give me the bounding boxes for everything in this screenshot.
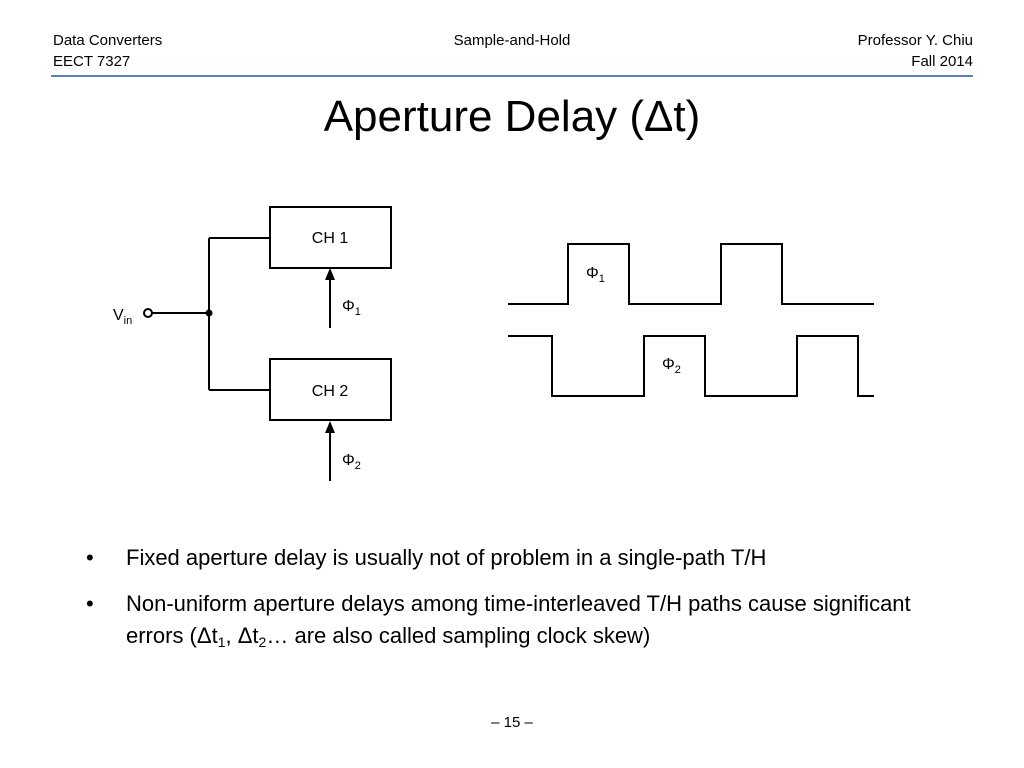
course-code: EECT 7327 bbox=[53, 53, 131, 70]
phi1-waveform-label: Φ1 bbox=[586, 265, 605, 285]
bullet-dot-icon: • bbox=[86, 591, 94, 616]
bullet-item: • Non-uniform aperture delays among time… bbox=[86, 588, 966, 652]
junction-dot bbox=[205, 309, 213, 317]
phi1-arrow-icon bbox=[325, 268, 335, 280]
sample-hold-circuit bbox=[143, 206, 392, 481]
ch2-label: CH 2 bbox=[312, 383, 349, 400]
phi2-circuit-label: Φ2 bbox=[342, 452, 361, 472]
slide-title: Aperture Delay (Δt) bbox=[323, 92, 701, 141]
ch2-block bbox=[269, 358, 392, 421]
page-number: – 15 – bbox=[491, 714, 533, 731]
header-divider bbox=[51, 75, 973, 77]
phi1-waveform bbox=[508, 243, 874, 305]
input-terminal bbox=[143, 308, 153, 318]
bullet-dot-icon: • bbox=[86, 545, 94, 570]
bullet-list: • Fixed aperture delay is usually not of… bbox=[86, 542, 966, 666]
header-left: Data Converters EECT 7327 bbox=[53, 30, 162, 72]
ch1-label: CH 1 bbox=[312, 230, 349, 247]
term: Fall 2014 bbox=[911, 53, 973, 70]
phi2-waveform bbox=[508, 335, 874, 397]
instructor-name: Professor Y. Chiu bbox=[857, 32, 973, 49]
bullet-text: Fixed aperture delay is usually not of p… bbox=[126, 545, 767, 570]
bullet-item: • Fixed aperture delay is usually not of… bbox=[86, 542, 966, 574]
bullet-text: Non-uniform aperture delays among time-i… bbox=[126, 591, 911, 650]
ch1-block bbox=[269, 206, 392, 269]
phi2-arrow-icon bbox=[325, 421, 335, 433]
vin-label: Vin bbox=[113, 307, 132, 327]
header-right: Professor Y. Chiu Fall 2014 bbox=[858, 30, 973, 72]
phi2-waveform-label: Φ2 bbox=[662, 356, 681, 376]
header-topic: Sample-and-Hold bbox=[453, 32, 571, 49]
course-name: Data Converters bbox=[53, 32, 163, 49]
phi1-circuit-label: Φ1 bbox=[342, 298, 361, 318]
